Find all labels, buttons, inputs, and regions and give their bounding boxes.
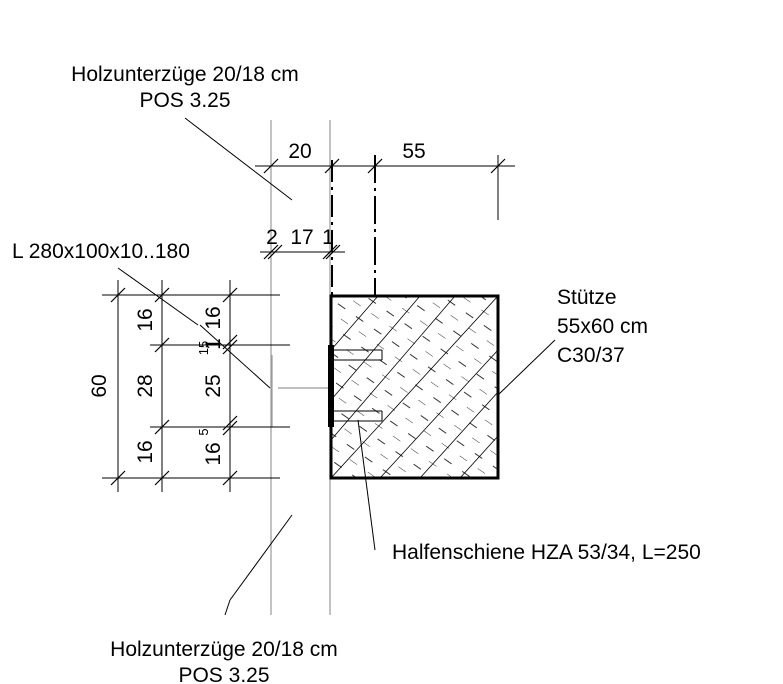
dim-left-16-top: 16 [134,308,157,331]
dim-left-28: 28 [134,374,157,397]
timber-beam-lines [270,120,331,615]
beam-label-top-1: Holzunterzüge 20/18 cm [71,63,299,86]
left-dimension-chains [102,280,280,492]
dim-inner-16-bottom: 16 [202,442,225,465]
dim-left-16-bottom: 16 [134,440,157,463]
dim-top-55: 55 [402,140,425,163]
dim-inner-upper-frac: 15 [196,341,211,355]
dim-inner-16-top: 16 [202,306,225,329]
dim-inner-upper-base: 1 [202,338,225,350]
dim-detail-1: 1 [322,226,334,249]
dim-left-60: 60 [88,374,111,397]
column-axis-lines [331,155,499,296]
channel-label: Halfenschiene HZA 53/34, L=250 [392,541,701,564]
dim-top-20: 20 [288,140,311,163]
column-label-2: 55x60 cm [557,315,648,338]
angle-label: L 280x100x10..180 [12,240,190,263]
dim-detail-2: 2 [266,226,278,249]
beam-label-top-2: POS 3.25 [139,89,230,112]
beam-label-bottom-2: POS 3.25 [178,664,269,684]
dim-inner-lower-frac: 5 [196,428,211,435]
beam-label-bottom-1: Holzunterzüge 20/18 cm [110,638,338,661]
leader-lines [117,117,556,616]
dim-detail-17: 17 [290,226,313,249]
top-dimension-chain [255,158,515,260]
dim-inner-25: 25 [202,374,225,397]
column-label-3: C30/37 [557,344,625,367]
column-section [329,294,500,480]
column-label-1: Stütze [557,286,617,309]
